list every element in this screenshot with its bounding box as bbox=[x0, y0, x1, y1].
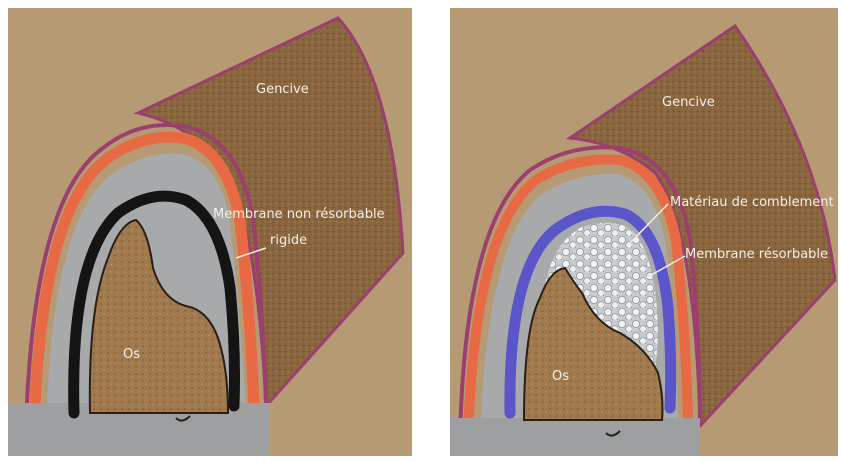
right-diagram-panel: Gencive Matériau de comblement Membrane … bbox=[450, 8, 838, 456]
gum-label: Gencive bbox=[662, 95, 715, 110]
right-diagram: Gencive Matériau de comblement Membrane … bbox=[450, 8, 838, 456]
membrane-label-line2: rigide bbox=[270, 233, 307, 248]
membrane-label-line1: Membrane non résorbable bbox=[213, 207, 385, 222]
bone-label: Os bbox=[552, 369, 569, 384]
left-diagram: Gencive Membrane non résorbable rigide O… bbox=[8, 8, 412, 456]
filler-label: Matériau de comblement bbox=[670, 195, 834, 210]
gray-base bbox=[450, 418, 700, 456]
bone-label: Os bbox=[123, 347, 140, 362]
gum-label: Gencive bbox=[256, 82, 309, 97]
left-diagram-panel: Gencive Membrane non résorbable rigide O… bbox=[8, 8, 412, 456]
membrane-label: Membrane résorbable bbox=[685, 247, 828, 262]
